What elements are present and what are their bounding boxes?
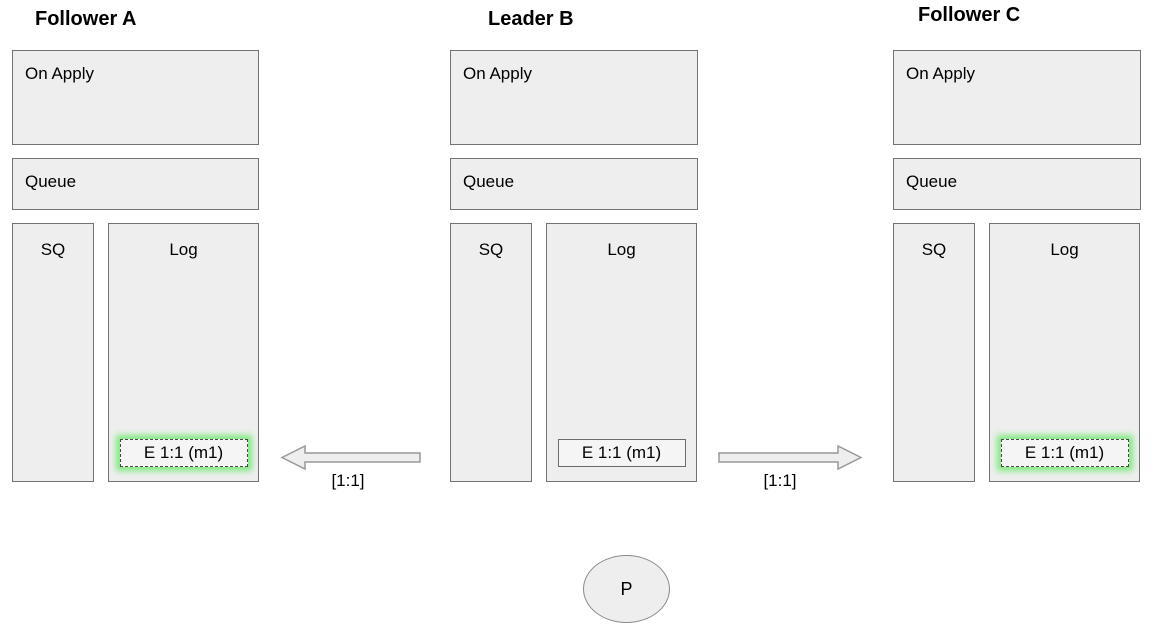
log-label: Log [607, 240, 636, 259]
right-arrow-label: [1:1] [763, 471, 797, 490]
sq-box: SQ [12, 223, 94, 482]
log-box: Log E 1:1 (m1) [108, 223, 259, 482]
node-follower-c: Follower C On Apply Queue SQ Log E 1:1 (… [893, 0, 1141, 482]
queue-label: Queue [463, 172, 515, 191]
right-block-arrow-icon [717, 444, 863, 471]
queue-box: Queue [450, 158, 698, 210]
sq-label: SQ [478, 240, 504, 259]
on-apply-box: On Apply [893, 50, 1141, 145]
log-label: Log [169, 240, 198, 259]
on-apply-box: On Apply [12, 50, 259, 145]
queue-box: Queue [12, 158, 259, 210]
queue-label: Queue [25, 172, 77, 191]
node-title: Leader B [488, 8, 574, 30]
node-leader-b: Leader B On Apply Queue SQ Log E 1:1 (m1… [450, 0, 698, 482]
on-apply-box: On Apply [450, 50, 698, 145]
log-box: Log E 1:1 (m1) [546, 223, 697, 482]
sq-label: SQ [40, 240, 66, 259]
sq-box: SQ [450, 223, 532, 482]
log-entry-highlighted: E 1:1 (m1) [119, 439, 248, 467]
node-follower-a: Follower A On Apply Queue SQ Log E 1:1 (… [12, 0, 259, 482]
on-apply-label: On Apply [463, 64, 532, 83]
left-block-arrow-icon [280, 444, 422, 471]
log-box: Log E 1:1 (m1) [989, 223, 1140, 482]
queue-label: Queue [906, 172, 958, 191]
log-entry: E 1:1 (m1) [557, 439, 686, 467]
proposer-ellipse: P [583, 555, 670, 623]
left-arrow-label: [1:1] [331, 471, 365, 490]
log-label: Log [1050, 240, 1079, 259]
on-apply-label: On Apply [25, 64, 94, 83]
sq-label: SQ [921, 240, 947, 259]
queue-box: Queue [893, 158, 1141, 210]
on-apply-label: On Apply [906, 64, 975, 83]
sq-box: SQ [893, 223, 975, 482]
node-title: Follower C [918, 4, 1021, 26]
log-entry-highlighted: E 1:1 (m1) [1000, 439, 1129, 467]
node-title: Follower A [35, 8, 137, 30]
